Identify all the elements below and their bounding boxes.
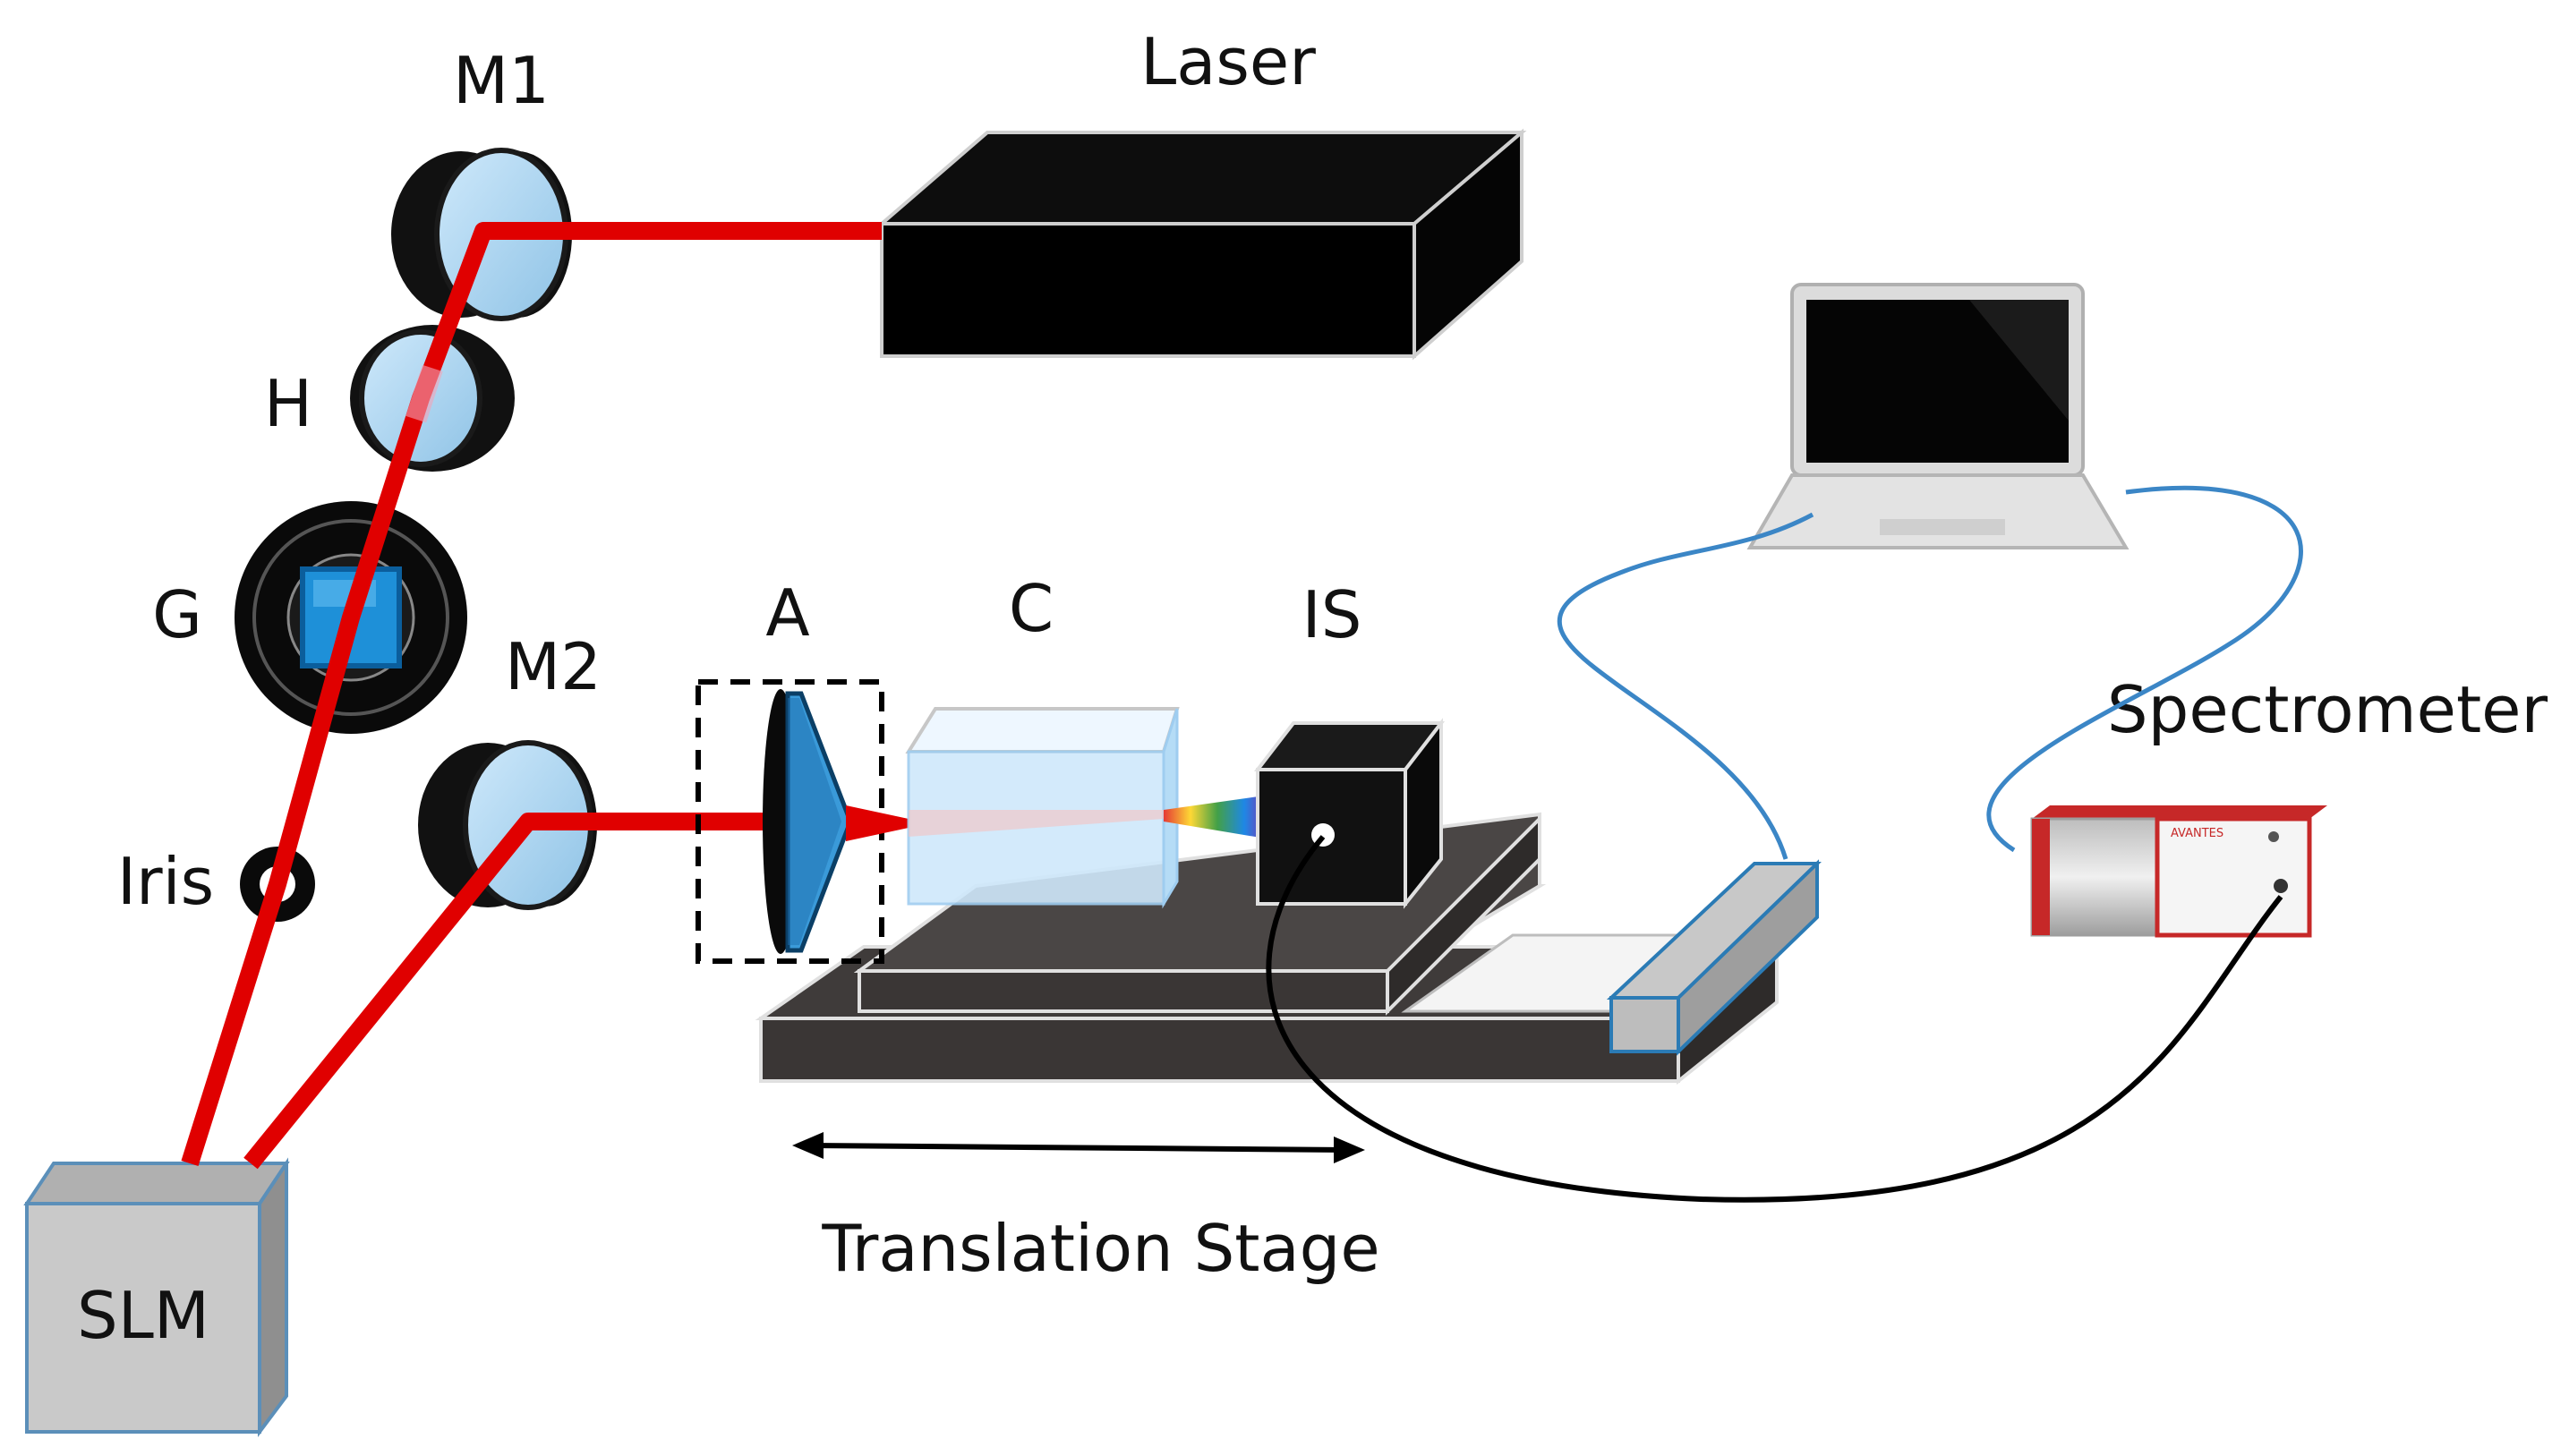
h-label: H — [264, 366, 312, 441]
is-label: IS — [1302, 577, 1362, 652]
component-a — [696, 679, 884, 964]
translation-stage — [755, 812, 1822, 1086]
spectrum-beam — [1164, 795, 1271, 839]
spectrometer-device: AVANTES — [2030, 805, 2327, 938]
cable-stage-to-laptop — [1558, 512, 1814, 860]
m2-label: M2 — [505, 629, 602, 704]
spectrometer-label: Spectrometer — [2107, 672, 2548, 747]
translation-stage-label: Translation Stage — [821, 1211, 1379, 1286]
slm-device — [23, 1157, 290, 1437]
m1-label: M1 — [453, 43, 550, 118]
cable-laptop-to-spectrometer — [1986, 485, 2303, 853]
component-c — [905, 707, 1180, 909]
c-label: C — [1009, 571, 1054, 646]
beam-through-h — [405, 364, 443, 423]
iris-label: Iris — [117, 844, 214, 919]
laser-label: Laser — [1140, 24, 1316, 99]
laptop — [1746, 283, 2130, 549]
integrating-sphere — [1253, 718, 1446, 909]
translation-arrow — [792, 1132, 1365, 1163]
a-label: A — [765, 575, 809, 651]
laser-box — [876, 128, 1527, 361]
laser-beam — [181, 222, 882, 1170]
slm-label: SLM — [77, 1278, 209, 1353]
g-label: G — [152, 577, 202, 652]
fiber-is-to-spectrometer — [1266, 835, 2283, 1203]
focused-beam — [846, 805, 909, 841]
spectrometer-brand: AVANTES — [2171, 827, 2223, 840]
